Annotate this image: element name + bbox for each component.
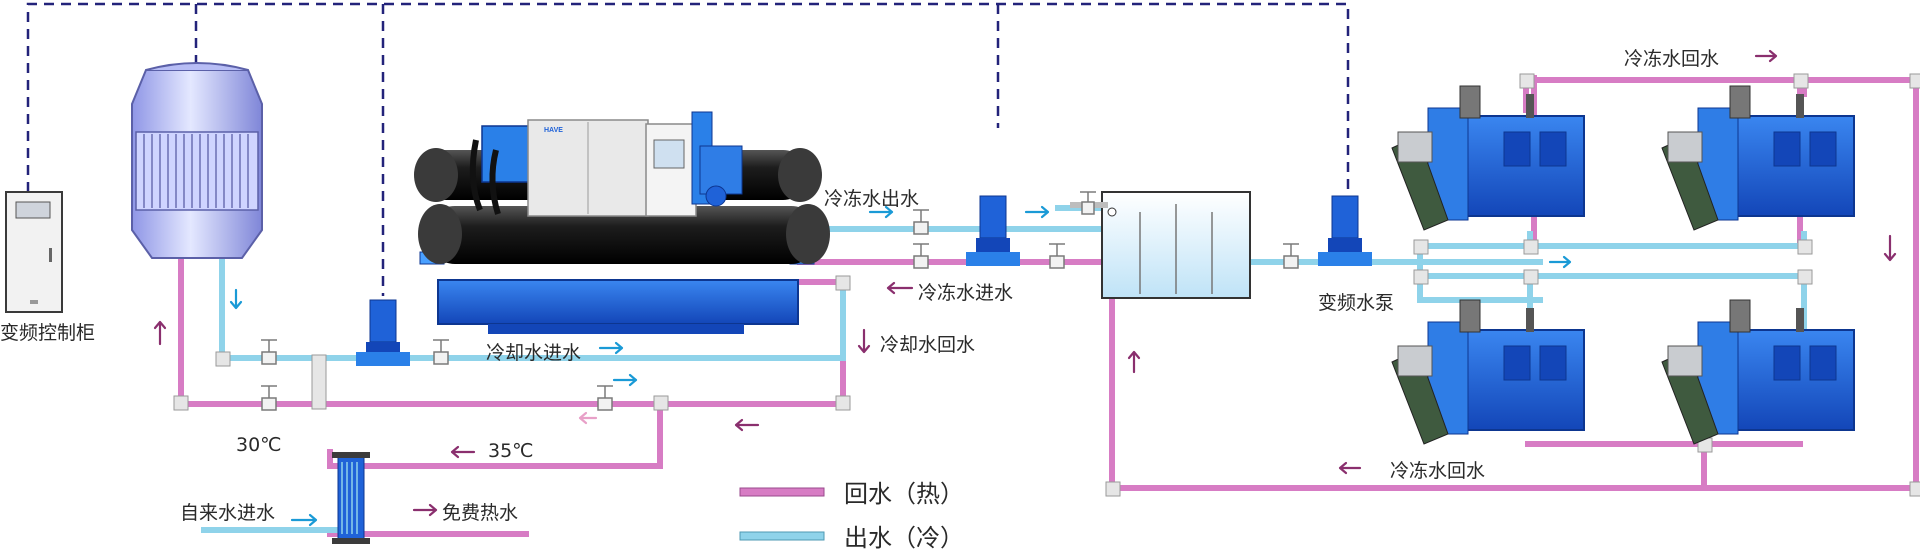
legend-return-label: 回水（热） bbox=[844, 480, 964, 508]
chiller-brand: HAVE bbox=[544, 127, 563, 134]
molding-machine bbox=[1391, 85, 1585, 231]
legend-swatches bbox=[739, 487, 825, 541]
label-chilled-in: 冷冻水进水 bbox=[918, 282, 1014, 304]
legend-outlet-label: 出水（冷） bbox=[844, 524, 964, 552]
control-lines bbox=[26, 2, 1350, 296]
molding-machine bbox=[1661, 85, 1855, 231]
pump-icon bbox=[1318, 195, 1372, 266]
label-temp-30: 30℃ bbox=[236, 434, 282, 456]
label-free-hot-water: 免费热水 bbox=[442, 502, 519, 524]
label-temp-35: 35℃ bbox=[488, 440, 534, 462]
label-control-cabinet: 变频控制柜 bbox=[0, 322, 96, 344]
legend-outlet-swatch bbox=[739, 531, 825, 541]
label-tap-water-in: 自来水进水 bbox=[180, 502, 276, 524]
label-chilled-return-bottom: 冷冻水回水 bbox=[1390, 460, 1486, 482]
screw-chiller bbox=[414, 111, 830, 334]
label-cooling-return: 冷却水回水 bbox=[880, 334, 976, 356]
control-line-main bbox=[26, 2, 1350, 200]
cooling-tower bbox=[131, 62, 263, 259]
pump-icon bbox=[966, 195, 1020, 266]
pump-icon bbox=[356, 299, 410, 366]
label-cooling-in: 冷却水进水 bbox=[486, 342, 582, 364]
molding-machine bbox=[1661, 299, 1855, 445]
plate-heat-exchanger bbox=[332, 452, 370, 544]
pipe-fittings bbox=[173, 73, 1920, 497]
molding-machine bbox=[1391, 299, 1585, 445]
control-cabinet bbox=[5, 191, 63, 313]
arrow-icon bbox=[153, 49, 1897, 527]
label-chilled-return-top: 冷冻水回水 bbox=[1624, 48, 1720, 70]
label-vfd-pump: 变频水泵 bbox=[1318, 292, 1395, 314]
water-tank bbox=[1070, 191, 1251, 299]
legend-return-swatch bbox=[739, 487, 825, 497]
label-chilled-out: 冷冻水出水 bbox=[824, 188, 920, 210]
valve-icon bbox=[261, 191, 1299, 411]
